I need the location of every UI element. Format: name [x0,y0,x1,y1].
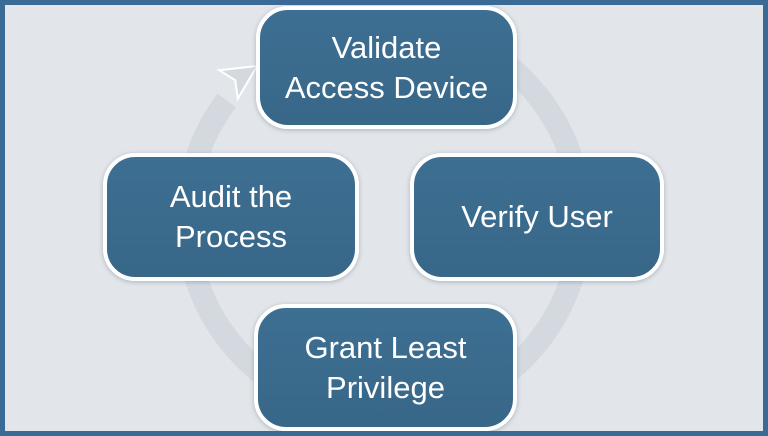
node-verify-user: Verify User [410,153,664,281]
node-label-line: Verify User [461,199,613,234]
node-label-line: Grant Least [304,329,467,365]
node-label-line: Validate [331,29,442,65]
node-label-line: Audit the [169,179,293,214]
node-label-line: Privilege [326,369,445,405]
node-validate-access-device: Validate Access Device [256,6,517,129]
node-audit-the-process: Audit the Process [103,153,359,281]
cycle-arrowhead-icon [216,64,259,102]
node-label-line: Access Device [284,69,489,105]
node-label-line: Process [175,219,287,254]
node-grant-least-privilege: Grant Least Privilege [254,304,517,431]
